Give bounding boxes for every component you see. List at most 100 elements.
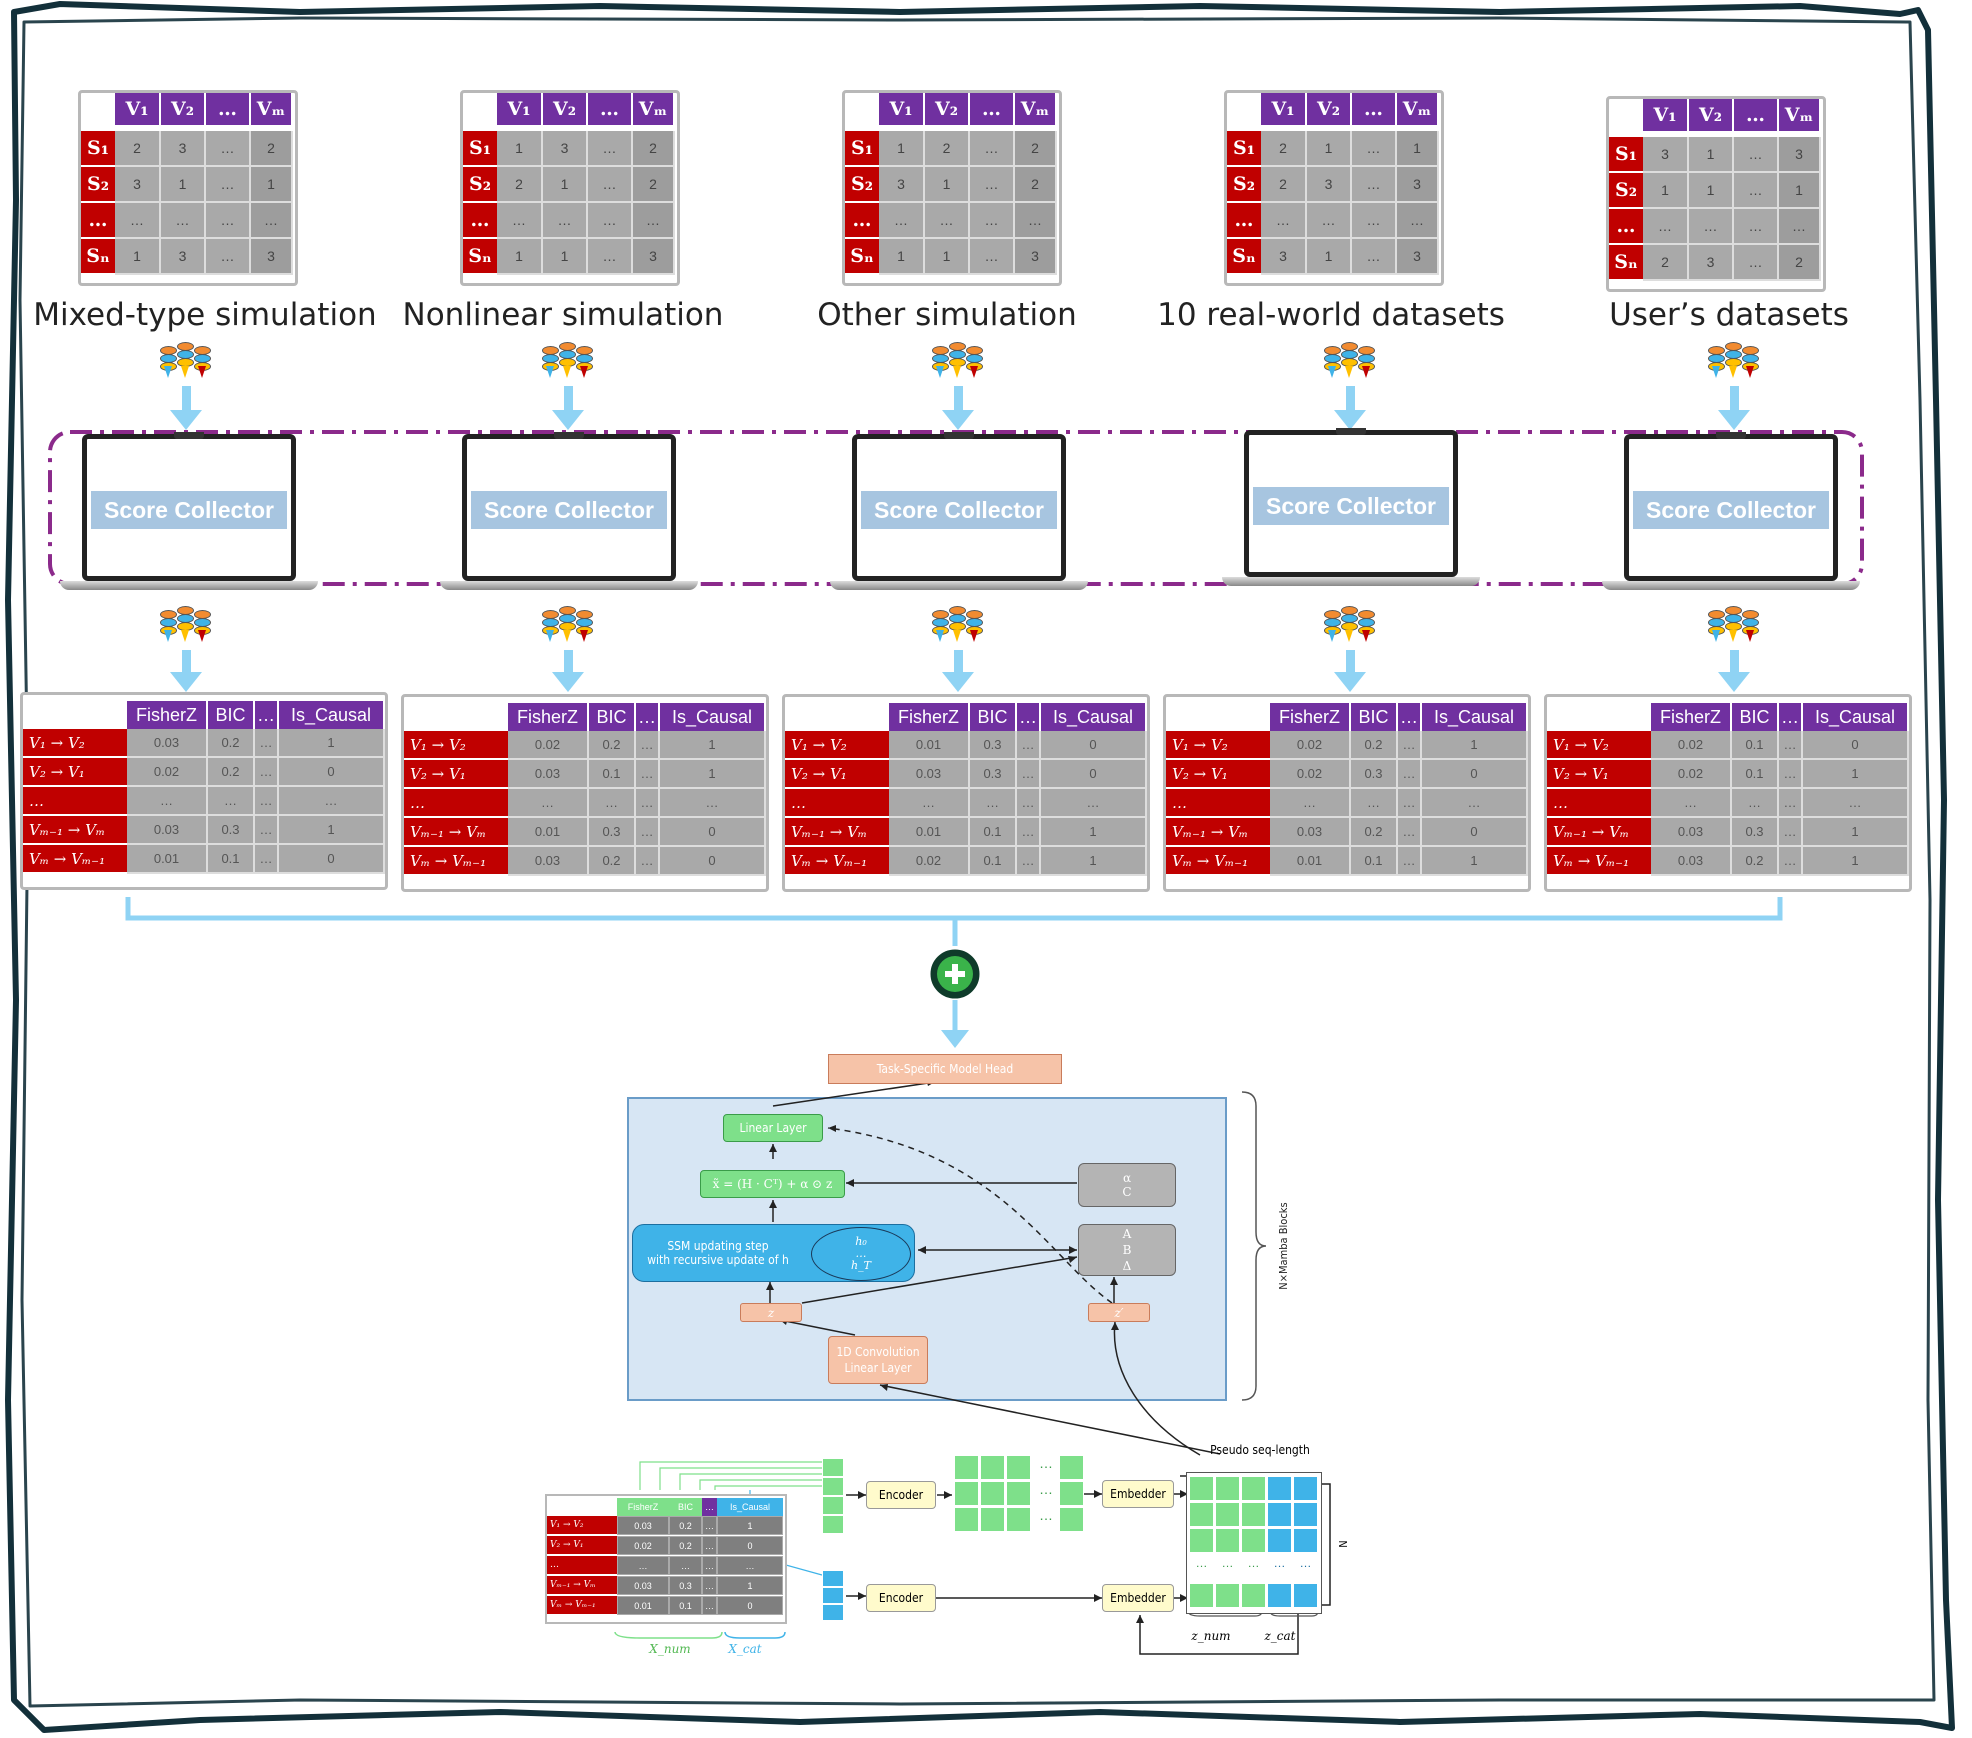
score-cell: 0.03	[1651, 847, 1732, 876]
score-cell: …	[636, 760, 660, 789]
score-cell: 0.1	[970, 847, 1017, 876]
data-cell: 2	[633, 167, 675, 203]
score-cell: …	[1779, 818, 1803, 847]
db-arrow	[181, 630, 189, 642]
seq-cell-last	[1242, 1584, 1265, 1607]
edge-label: Vₘ → Vₘ₋₁	[1166, 847, 1270, 876]
cat-feature-cell	[822, 1570, 844, 1587]
edge-label: V₁ → V₂	[1547, 731, 1651, 760]
mini-cell: …	[702, 1556, 717, 1575]
data-cell: …	[1352, 239, 1397, 275]
edge-label: Vₘ₋₁ → Vₘ	[1166, 818, 1270, 847]
score-collector-label: Score Collector	[1253, 487, 1449, 525]
data-cell: …	[1779, 209, 1821, 245]
database-icon	[932, 342, 984, 388]
mini-edge-label: …	[547, 1556, 617, 1575]
dataset-label: Other simulation	[817, 297, 1077, 333]
data-cell: …	[1734, 209, 1779, 245]
score-cell: 0.03	[127, 816, 208, 845]
encoded-cell	[981, 1508, 1004, 1531]
database-icon	[1708, 606, 1760, 652]
score-cell: 0.01	[889, 818, 970, 847]
encoded-dots: …	[1039, 1481, 1053, 1497]
ah6	[766, 1282, 774, 1290]
z-cat-label: z_cat	[1262, 1628, 1298, 1644]
score-cell: 0.03	[127, 729, 208, 758]
mini-edge-label: Vₘ → Vₘ₋₁	[547, 1596, 617, 1615]
database-icon	[542, 342, 594, 388]
laptop-camera	[174, 432, 204, 439]
var-header: Vₘ	[1397, 93, 1439, 125]
encoded-dots: …	[1039, 1455, 1053, 1471]
mini-header: …	[702, 1498, 717, 1516]
sample-header: Sₙ	[845, 239, 879, 275]
data-cell: 1	[543, 167, 588, 203]
ah4	[846, 1179, 854, 1187]
delta-label: Δ	[1122, 1259, 1132, 1273]
xcat-brace	[724, 1631, 786, 1639]
blue-arrow	[1346, 386, 1355, 412]
score-header: BIC	[1732, 703, 1779, 731]
edge-label: Vₘ₋₁ → Vₘ	[1547, 818, 1651, 847]
score-cell: …	[1422, 789, 1528, 818]
score-cell: 0.01	[889, 731, 970, 760]
cat-feature-cell	[822, 1587, 844, 1604]
blue-arrowhead	[552, 672, 584, 692]
seq-dots: …	[1247, 1556, 1260, 1570]
score-cell: …	[255, 787, 279, 816]
edge-label: …	[404, 789, 508, 818]
data-cell: …	[633, 203, 675, 239]
score-cell: 0	[660, 818, 766, 847]
edge-label: …	[23, 787, 127, 816]
score-cell: …	[1803, 789, 1909, 818]
encoder-num-label: Encoder	[878, 1488, 924, 1502]
score-cell: 0.03	[1651, 818, 1732, 847]
score-cell: …	[1732, 789, 1779, 818]
b-label: B	[1122, 1243, 1132, 1257]
data-cell: …	[115, 203, 161, 239]
score-header: …	[636, 703, 660, 731]
mini-cell: 1	[717, 1576, 783, 1595]
plus-to-head-arrow	[941, 1030, 969, 1048]
score-cell: …	[1398, 731, 1422, 760]
data-cell: 2	[497, 167, 543, 203]
merge-bracket	[125, 897, 1783, 921]
ah13	[858, 1491, 866, 1499]
database-icon	[1324, 606, 1376, 652]
laptop-base	[1222, 577, 1480, 586]
data-cell: …	[1015, 203, 1057, 239]
laptop-camera	[1336, 428, 1366, 435]
ah5	[918, 1246, 926, 1254]
blue-arrowhead	[942, 410, 974, 430]
mini-cell: 0.02	[617, 1536, 669, 1555]
num-feature-cell	[822, 1496, 844, 1515]
data-cell: …	[1352, 203, 1397, 239]
blue-arrowhead	[552, 410, 584, 430]
score-cell: …	[1270, 789, 1351, 818]
laptop-base	[1602, 581, 1860, 590]
h0-label: h₀	[855, 1235, 867, 1248]
data-cell: 1	[251, 167, 293, 203]
score-collector-label: Score Collector	[1633, 491, 1829, 529]
mini-cell: …	[617, 1556, 669, 1575]
score-cell: …	[1651, 789, 1732, 818]
ah15	[944, 1491, 952, 1499]
data-cell: …	[1734, 173, 1779, 209]
score-cell: 0.02	[1651, 731, 1732, 760]
data-cell: 3	[633, 239, 675, 275]
score-cell: …	[1398, 847, 1422, 876]
fl3	[679, 1473, 822, 1490]
score-header: BIC	[589, 703, 636, 731]
db-arrow	[936, 630, 944, 642]
score-cell: 0.1	[1732, 731, 1779, 760]
score-cell: …	[1779, 731, 1803, 760]
var-header: V₁	[497, 93, 543, 125]
encoded-cell-last	[1060, 1482, 1083, 1505]
var-header: V₁	[1261, 93, 1307, 125]
data-cell: …	[206, 203, 251, 239]
